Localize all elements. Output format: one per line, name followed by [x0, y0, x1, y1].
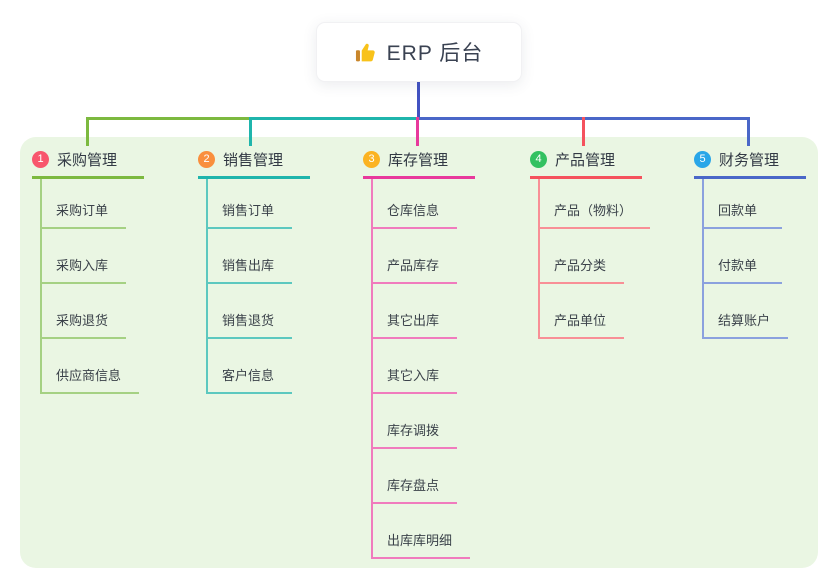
branch-label: 采购管理: [57, 152, 118, 169]
branch-2: 2 销售管理销售订单销售出库销售退货客户信息: [198, 149, 358, 394]
branch-label: 财务管理: [719, 152, 780, 169]
branch-node-5[interactable]: 5 财务管理: [694, 149, 806, 179]
child-node[interactable]: 其它入库: [373, 339, 458, 394]
child-node[interactable]: 产品分类: [540, 229, 625, 284]
branch-4: 4 产品管理产品（物料）产品分类产品单位: [530, 149, 690, 339]
child-node[interactable]: 产品库存: [373, 229, 458, 284]
child-node[interactable]: 结算账户: [704, 284, 789, 339]
child-node[interactable]: 付款单: [704, 229, 782, 284]
child-node[interactable]: 仓库信息: [373, 179, 458, 229]
root-connector-line: [417, 81, 420, 119]
child-node[interactable]: 客户信息: [208, 339, 293, 394]
branch-node-4[interactable]: 4 产品管理: [530, 149, 642, 179]
drop-branch-2: [249, 117, 252, 146]
child-node[interactable]: 其它出库: [373, 284, 458, 339]
branch-number-badge: 5: [694, 151, 711, 168]
child-node[interactable]: 回款单: [704, 179, 782, 229]
child-node[interactable]: 产品（物料）: [540, 179, 651, 229]
branch-1: 1 采购管理采购订单采购入库采购退货供应商信息: [32, 149, 192, 394]
child-node[interactable]: 销售退货: [208, 284, 293, 339]
child-node[interactable]: 供应商信息: [42, 339, 140, 394]
thumbs-up-icon: [355, 41, 378, 64]
branch-5: 5 财务管理回款单付款单结算账户: [694, 149, 839, 339]
branch-node-1[interactable]: 1 采购管理: [32, 149, 144, 179]
child-node[interactable]: 采购退货: [42, 284, 127, 339]
branch-label: 销售管理: [223, 152, 284, 169]
bus-segment-left: [86, 117, 252, 120]
child-node[interactable]: 销售订单: [208, 179, 293, 229]
drop-branch-1: [86, 117, 89, 146]
branch-label: 库存管理: [388, 152, 449, 169]
drop-branch-5: [747, 117, 750, 146]
root-node-label: ERP 后台: [386, 42, 484, 65]
drop-branch-4: [582, 117, 585, 146]
branch-children: 回款单付款单结算账户: [702, 179, 789, 339]
branch-number-badge: 4: [530, 151, 547, 168]
drop-branch-3: [416, 117, 419, 146]
branch-children: 产品（物料）产品分类产品单位: [538, 179, 651, 339]
branch-number-badge: 1: [32, 151, 49, 168]
branch-3: 3 库存管理仓库信息产品库存其它出库其它入库库存调拨库存盘点出库库明细: [363, 149, 523, 559]
branch-children: 仓库信息产品库存其它出库其它入库库存调拨库存盘点出库库明细: [371, 179, 471, 559]
child-node[interactable]: 产品单位: [540, 284, 625, 339]
child-node[interactable]: 销售出库: [208, 229, 293, 284]
child-node[interactable]: 采购订单: [42, 179, 127, 229]
branch-number-badge: 2: [198, 151, 215, 168]
branch-children: 销售订单销售出库销售退货客户信息: [206, 179, 293, 394]
branch-node-2[interactable]: 2 销售管理: [198, 149, 310, 179]
child-node[interactable]: 采购入库: [42, 229, 127, 284]
branches-panel: [20, 137, 818, 568]
child-node[interactable]: 库存盘点: [373, 449, 458, 504]
child-node[interactable]: 库存调拨: [373, 394, 458, 449]
branch-children: 采购订单采购入库采购退货供应商信息: [40, 179, 140, 394]
branch-label: 产品管理: [555, 152, 616, 169]
branch-number-badge: 3: [363, 151, 380, 168]
child-node[interactable]: 出库库明细: [373, 504, 471, 559]
bus-segment-mid: [250, 117, 419, 120]
branch-node-3[interactable]: 3 库存管理: [363, 149, 475, 179]
root-node-erp[interactable]: ERP 后台: [316, 22, 522, 82]
